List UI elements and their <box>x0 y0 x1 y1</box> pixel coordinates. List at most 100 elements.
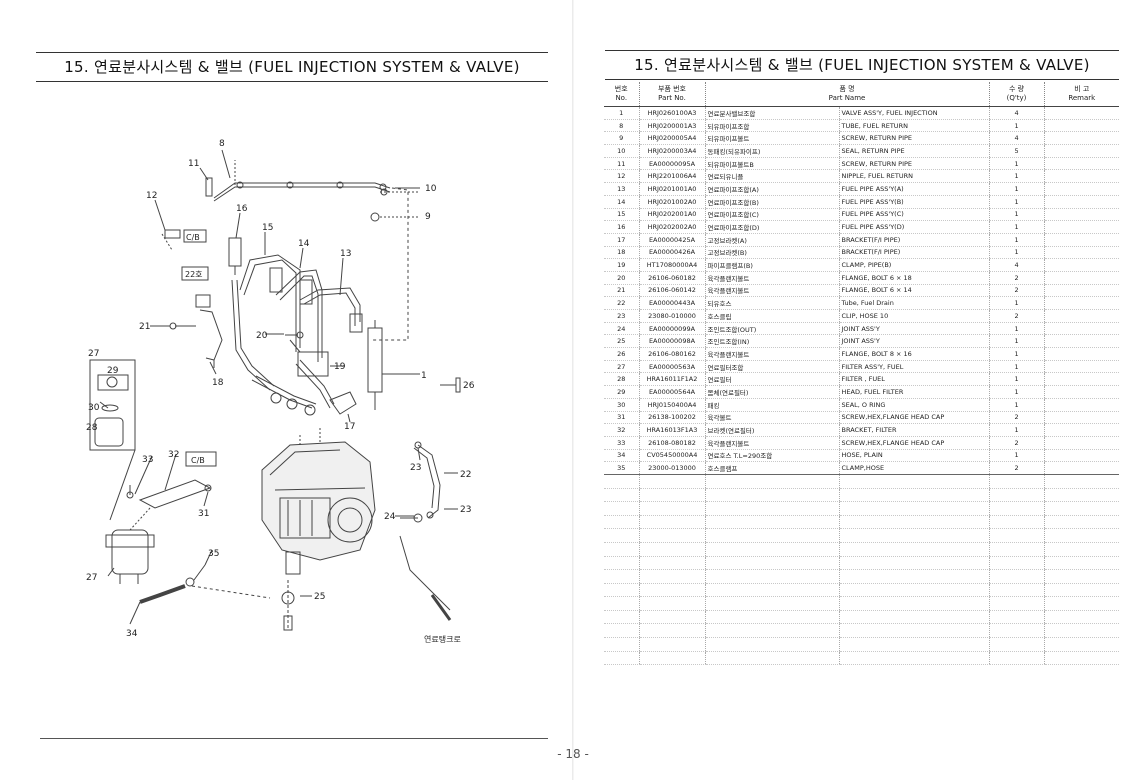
empty-cell <box>704 474 839 489</box>
cell-name-en: FUEL PIPE ASS'Y(B) <box>838 195 990 209</box>
empty-cell <box>638 528 705 543</box>
cell-qty: 1 <box>988 119 1045 133</box>
cell-name-ko: 되유호스 <box>704 296 839 310</box>
cell-name-en: FUEL PIPE ASS'Y(A) <box>838 182 990 196</box>
empty-cell <box>704 569 839 584</box>
empty-cell <box>604 637 639 652</box>
cell-name-ko: 조인트조합(OUT) <box>704 322 839 336</box>
empty-cell <box>838 556 990 571</box>
cell-remark <box>1043 436 1120 450</box>
cell-qty: 1 <box>988 449 1045 463</box>
cell-name-ko: 브라켓(연료필터) <box>704 423 839 437</box>
cell-no: 15 <box>604 208 639 222</box>
cell-name-en: TUBE, FUEL RETURN <box>838 119 990 133</box>
empty-cell <box>1043 556 1120 571</box>
callout-27-detail: 27 <box>88 349 99 359</box>
filter-head <box>97 374 129 391</box>
cell-remark <box>1043 309 1120 323</box>
empty-cell <box>604 488 639 503</box>
cell-qty: 1 <box>988 372 1045 387</box>
pipe-clamp <box>297 351 329 377</box>
cell-name-en: SCREW,HEX,FLANGE HEAD CAP <box>838 436 990 450</box>
callout-34: 34 <box>126 629 138 639</box>
cell-no: 11 <box>604 157 639 171</box>
cell-remark <box>1043 461 1120 475</box>
empty-cell <box>988 651 1045 666</box>
empty-cell <box>1043 583 1120 598</box>
cell-no: 26 <box>604 347 639 361</box>
empty-cell <box>988 515 1045 530</box>
callout-23-top: 23 <box>410 463 421 473</box>
cell-name-en: SEAL, RETURN PIPE <box>838 144 990 158</box>
callout-29: 29 <box>107 366 119 376</box>
return-nipple <box>164 229 181 239</box>
callout-22: 22 <box>460 470 471 480</box>
empty-cell <box>604 583 639 598</box>
bracket-17 <box>329 391 357 415</box>
cell-qty: 5 <box>988 144 1045 158</box>
empty-cell <box>638 501 705 516</box>
callout-24: 24 <box>384 512 396 522</box>
callout-13: 13 <box>340 249 351 259</box>
empty-cell <box>704 528 839 543</box>
right-page-title: 15. 연료분사시스템 & 밸브 (FUEL INJECTION SYSTEM … <box>605 50 1119 80</box>
callout-35: 35 <box>208 549 219 559</box>
cell-part-no: EA00000095A <box>638 157 705 171</box>
fuel-hose <box>139 584 186 604</box>
cell-part-no: HRJ0201002A0 <box>638 195 705 209</box>
bracket-18 <box>199 309 223 361</box>
empty-cell <box>988 528 1045 543</box>
cell-part-no: EA00000098A <box>638 334 705 349</box>
cell-remark <box>1043 334 1120 349</box>
cell-no: 22 <box>604 296 639 310</box>
page-fold <box>572 0 574 780</box>
empty-cell <box>988 501 1045 516</box>
cell-remark <box>1043 322 1120 336</box>
cell-qty: 2 <box>988 411 1045 425</box>
empty-cell <box>1043 528 1120 543</box>
cell-no: 1 <box>604 106 639 120</box>
empty-table-row <box>604 596 1120 611</box>
cell-qty: 4 <box>988 106 1045 120</box>
cell-name-ko: 연료파이프조합(D) <box>704 220 839 234</box>
fuel-injection-exploded-diagram: 8 11 12 10 9 16 15 14 13 21 20 19 1 26 1… <box>86 139 475 644</box>
cell-remark <box>1043 208 1120 222</box>
cell-name-ko: 되유파이프조합 <box>704 119 839 133</box>
o-ring <box>101 404 119 412</box>
cell-no: 8 <box>604 119 639 133</box>
cell-remark <box>1043 169 1120 184</box>
empty-cell <box>704 596 839 611</box>
callout-16: 16 <box>236 204 248 214</box>
empty-table-row <box>604 610 1120 625</box>
empty-table-row <box>604 637 1120 652</box>
cell-no: 27 <box>604 360 639 374</box>
cell-part-no: 23000-013000 <box>638 461 705 475</box>
tank-return-line <box>399 535 451 611</box>
empty-cell <box>704 651 839 666</box>
callout-20: 20 <box>256 331 268 341</box>
cell-name-ko: 연료분사밸브조합 <box>704 106 839 120</box>
empty-cell <box>838 488 990 503</box>
cell-no: 17 <box>604 233 639 247</box>
cell-qty: 2 <box>988 309 1045 323</box>
cell-name-ko: 연료파이프조합(A) <box>704 182 839 196</box>
empty-cell <box>1043 637 1120 652</box>
cell-remark <box>1043 449 1120 463</box>
cell-remark <box>1043 284 1120 298</box>
cell-name-en: HEAD, FUEL FILTER <box>838 385 990 399</box>
empty-cell <box>838 542 990 557</box>
callout-1: 1 <box>421 371 427 381</box>
header-part-no: 부품 번호 Part No. <box>638 82 705 107</box>
cell-name-ko: 연료파이프조합(C) <box>704 208 839 222</box>
left-page-title: 15. 연료분사시스템 & 밸브 (FUEL INJECTION SYSTEM … <box>36 52 548 82</box>
cell-no: 14 <box>604 195 639 209</box>
cell-no: 29 <box>604 385 639 399</box>
